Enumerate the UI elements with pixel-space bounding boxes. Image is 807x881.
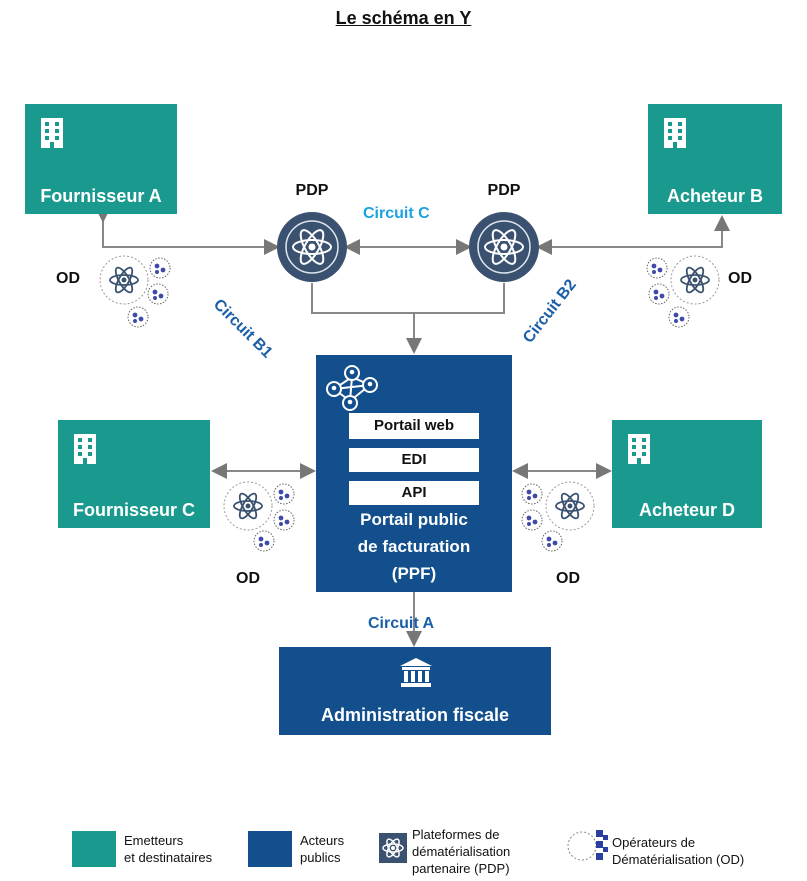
legend-public: Acteurs publics — [300, 832, 344, 866]
ppf-channel-portail-web: Portail web — [349, 413, 479, 439]
od-label-left: OD — [236, 570, 260, 587]
legend-emitters-line2: et destinataires — [124, 850, 213, 865]
legend-public-line1: Acteurs — [300, 833, 345, 848]
legend-pdp-line1: Plateformes de — [412, 827, 500, 842]
link-pdp-acheteur-b — [536, 215, 730, 255]
link-pdp-right-ppf — [414, 283, 505, 314]
pdp-right-atom-icon — [469, 212, 539, 282]
actor-fournisseur-c: Fournisseur C — [58, 420, 210, 528]
actor-acheteur-d: Acheteur D — [612, 420, 762, 528]
actor-fournisseur-a: Fournisseur A — [25, 104, 177, 214]
bank-icon — [400, 658, 432, 687]
legend-public-line2: publics — [300, 850, 341, 865]
building-icon — [628, 434, 650, 464]
administration-label: Administration fiscale — [320, 705, 510, 725]
legend-od: Opérateurs de Dématérialisation (OD) — [612, 834, 744, 868]
page-title: Le schéma en Y — [0, 8, 807, 29]
legend-swatch-public — [248, 831, 292, 867]
legend-emitters-line1: Emetteurs — [124, 833, 184, 848]
building-icon — [74, 434, 96, 464]
legend-pdp: Plateformes de dématérialisation partena… — [412, 826, 510, 877]
ppf-title-line1: Portail public — [360, 510, 468, 529]
od-label-right: OD — [556, 570, 580, 587]
page-title-text: Le schéma en Y — [335, 8, 472, 28]
od-cluster-top-right-icon — [646, 255, 720, 328]
od-cluster-top-left-icon — [99, 255, 171, 328]
legend-od-icon — [567, 830, 608, 861]
pdp-label-right: PDP — [487, 182, 521, 199]
pdp-left-atom-icon — [277, 212, 347, 282]
ppf-channel-api: API — [349, 481, 479, 505]
circuit-c-label: Circuit C — [363, 205, 430, 222]
network-icon — [326, 365, 378, 411]
actor-acheteur-b: Acheteur B — [648, 104, 782, 214]
pdp-label-left: PDP — [295, 182, 329, 199]
actor-label: Acheteur D — [638, 500, 736, 520]
legend-emitters: Emetteurs et destinataires — [124, 832, 212, 866]
ppf-box: Portail web EDI API Portail public de fa… — [316, 355, 512, 592]
building-icon — [41, 118, 63, 148]
actor-label: Fournisseur A — [40, 186, 162, 206]
legend-od-line1: Opérateurs de — [612, 835, 696, 850]
actor-label: Acheteur B — [666, 186, 764, 206]
legend-pdp-line3: partenaire (PDP) — [412, 861, 510, 876]
od-cluster-right-icon — [521, 481, 595, 552]
ppf-title-line2: de facturation — [357, 537, 471, 556]
legend-swatch-emitters — [72, 831, 116, 867]
ppf-channel-edi: EDI — [349, 448, 479, 472]
legend-od-line2: Dématérialisation (OD) — [612, 852, 745, 867]
circuit-a-label: Circuit A — [368, 615, 435, 632]
link-fournisseur-a-pdp — [95, 207, 280, 255]
ppf-title-line3: (PPF) — [391, 564, 437, 583]
link-pdp-left-ppf — [311, 283, 414, 314]
od-cluster-left-icon — [223, 481, 295, 552]
od-label-top-left: OD — [56, 270, 80, 287]
actor-label: Fournisseur C — [72, 500, 196, 520]
administration-fiscale-box: Administration fiscale — [279, 647, 551, 735]
building-icon — [664, 118, 686, 148]
legend-pdp-line2: dématérialisation — [412, 844, 511, 859]
od-label-top-right: OD — [728, 270, 752, 287]
legend-pdp-atom-icon — [379, 833, 407, 863]
